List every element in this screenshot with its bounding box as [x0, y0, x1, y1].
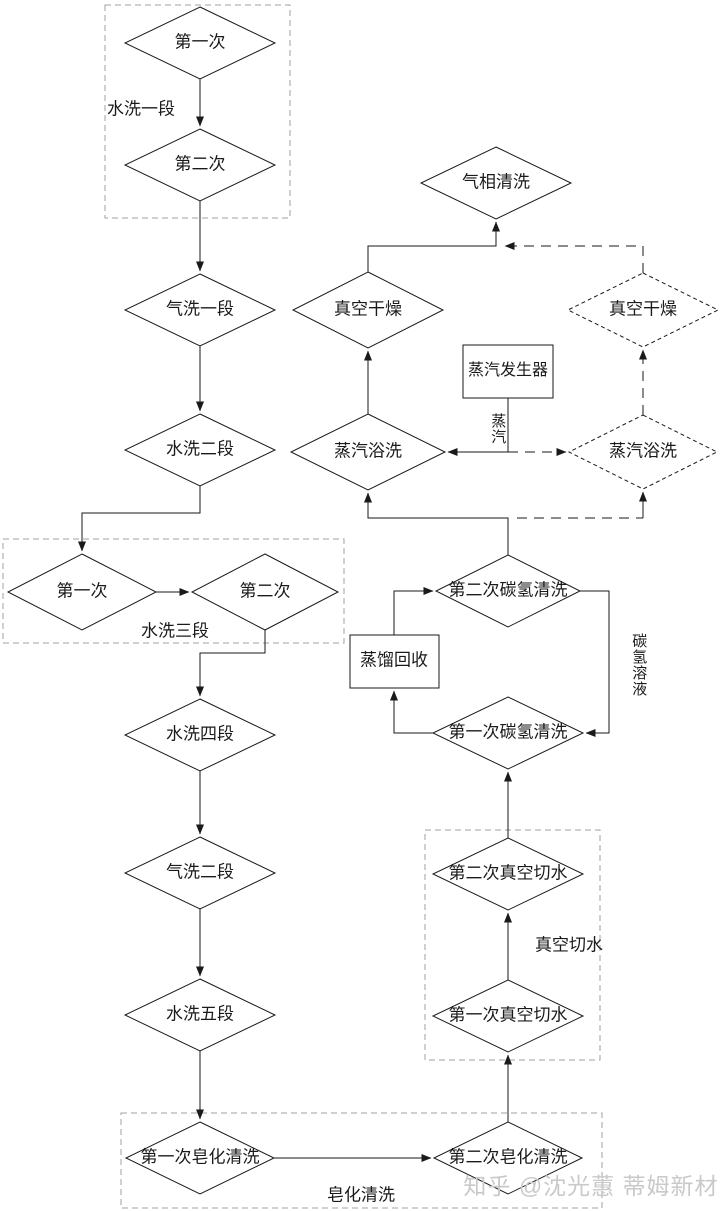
edge-vac-dry-alt-to-vapor-clean [504, 242, 644, 273]
diamond-vac-cut-first [431, 979, 585, 1053]
label-wash3-first: 第一次 [56, 581, 108, 601]
label-vac-cut-first: 第一次真空切水 [448, 1005, 568, 1025]
diamond-steam-bath [289, 413, 447, 491]
label-vapor-clean: 气相清洗 [462, 172, 530, 192]
edge-vac-dry-to-vapor-clean [367, 221, 500, 272]
group-box-wash1 [104, 4, 291, 219]
label-distillation: 蒸馏回收 [360, 650, 428, 670]
group-label-vacuum-cut: 真空切水 [535, 935, 603, 955]
label-steam-bath-alt: 蒸汽浴洗 [609, 441, 677, 461]
edge-hc2-to-steam-bath [364, 492, 509, 555]
group-label-saponify: 皂化清洗 [327, 1185, 395, 1205]
label-saponify-second: 第二次皂化清洗 [448, 1147, 568, 1167]
edge-wash3-to-wash4 [196, 630, 266, 697]
label-gas-wash2: 气洗二段 [166, 862, 234, 882]
diamond-saponify-first [124, 1121, 276, 1195]
label-wash4: 水洗四段 [166, 724, 234, 744]
label-wash3-second: 第二次 [239, 581, 291, 601]
diamond-hc-first [431, 696, 585, 770]
label-gas-wash1: 气洗一段 [166, 299, 234, 319]
group-label-wash1: 水洗一段 [107, 99, 175, 119]
diamond-wash3-first [6, 553, 158, 631]
label-vac-cut-second: 第二次真空切水 [448, 863, 568, 883]
diamond-vac-dry [291, 271, 445, 349]
edge-hc2-solution-to-hc1 [580, 590, 610, 737]
label-hc-first: 第一次碳氢清洗 [448, 722, 568, 742]
label-wash1-second: 第二次 [174, 154, 226, 174]
group-box-wash3 [2, 538, 345, 644]
diamond-hc-second [434, 554, 582, 628]
diamond-vac-cut-second [431, 837, 585, 911]
edge-label-steam: 蒸汽 [489, 413, 506, 445]
group-box-vacuum-cut [424, 829, 601, 1061]
label-vac-dry-alt: 真空干燥 [609, 299, 677, 319]
edge-hc1-to-distill [390, 690, 433, 734]
label-saponify-first: 第一次皂化清洗 [140, 1147, 260, 1167]
label-steam-bath: 蒸汽浴洗 [334, 441, 402, 461]
edge-wash2-to-wash3 [78, 486, 201, 552]
label-wash2: 水洗二段 [166, 439, 234, 459]
diamond-steam-bath-alt [567, 414, 719, 490]
label-hc-second: 第二次碳氢清洗 [448, 580, 568, 600]
diamond-vapor-clean [419, 146, 573, 220]
label-steam-generator: 蒸汽发生器 [467, 362, 549, 380]
diamond-saponify-second [432, 1121, 584, 1195]
label-wash5: 水洗五段 [166, 1004, 234, 1024]
group-box-saponify [120, 1112, 603, 1209]
edge-label-hc-solution: 碳氢溶液 [630, 633, 647, 697]
group-label-wash3: 水洗三段 [141, 621, 209, 641]
watermark: 知乎 @沈光蕙 蒂姆新材 [463, 1173, 719, 1199]
label-wash1-first: 第一次 [174, 32, 226, 52]
label-vac-dry: 真空干燥 [334, 299, 402, 319]
edge-distill-to-hc2 [393, 587, 434, 635]
